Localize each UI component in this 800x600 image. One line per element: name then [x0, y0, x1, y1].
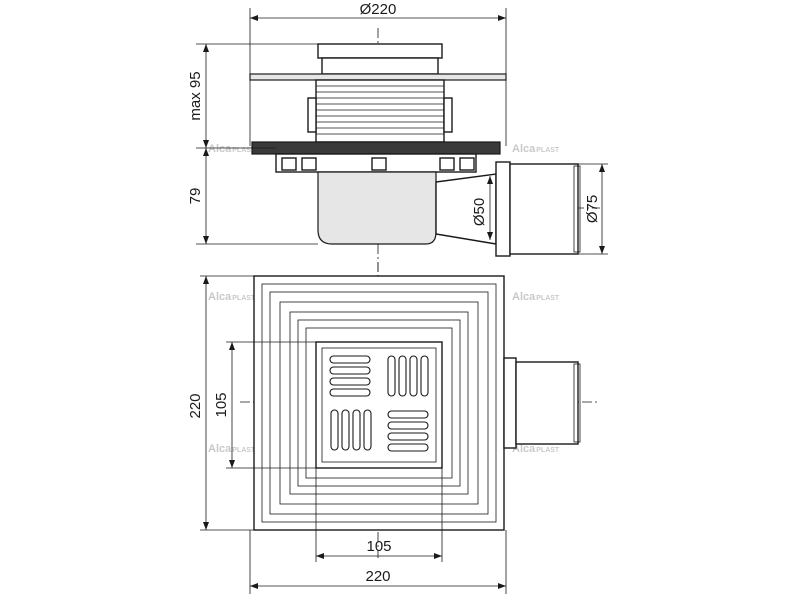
watermark-plan-bl: AlcaPLAST — [208, 443, 256, 455]
outlet-socket — [509, 163, 579, 255]
dim-outlet-inner-arrows — [487, 176, 493, 240]
outlet-socket-ring — [495, 161, 511, 257]
plan-step-4 — [289, 311, 469, 495]
dim-plan-height: 220 — [187, 393, 204, 418]
plan-outlet-socket — [515, 361, 579, 445]
drain-bowl — [317, 171, 437, 245]
watermark-plan-left: AlcaPLAST — [208, 291, 256, 303]
plan-step-3 — [279, 301, 479, 505]
grate-inner — [321, 347, 437, 463]
grate-slots — [329, 355, 429, 452]
dim-top-diameter: Ø220 — [360, 1, 397, 18]
plan-step-1 — [261, 283, 497, 523]
plan-outlet-ring — [503, 357, 517, 449]
dim-arrows-left — [203, 44, 209, 244]
watermark-left: AlcaPLAST — [208, 143, 256, 155]
plan-step-2 — [269, 291, 489, 515]
dim-grate-width: 105 — [366, 538, 391, 555]
dim-outlet-inner: Ø50 — [471, 198, 488, 226]
dim-outlet-outer: Ø75 — [584, 195, 601, 223]
dim-max-height: max 95 — [187, 71, 204, 120]
dim-grate-height: 105 — [213, 392, 230, 417]
plan-step-6 — [305, 327, 453, 479]
dim-plan-width: 220 — [365, 568, 390, 585]
side-view: Ø220 — [187, 1, 608, 290]
plan-view: 220 105 105 220 — [187, 262, 600, 594]
body-ribs — [281, 157, 475, 171]
watermark-outlet: AlcaPLAST — [512, 143, 560, 155]
watermark-plan-right: AlcaPLAST — [512, 291, 560, 303]
plan-outlet-lip — [573, 363, 581, 443]
base-flange — [251, 141, 501, 155]
collar-neck — [321, 57, 439, 75]
dim-body-height: 79 — [187, 188, 204, 205]
top-flange — [249, 73, 507, 81]
plan-step-5 — [297, 319, 461, 487]
riser-ribs — [307, 79, 453, 143]
watermark-plan-br: AlcaPLAST — [512, 443, 560, 455]
outlet-socket-lip — [573, 165, 581, 253]
top-collar — [317, 43, 443, 59]
